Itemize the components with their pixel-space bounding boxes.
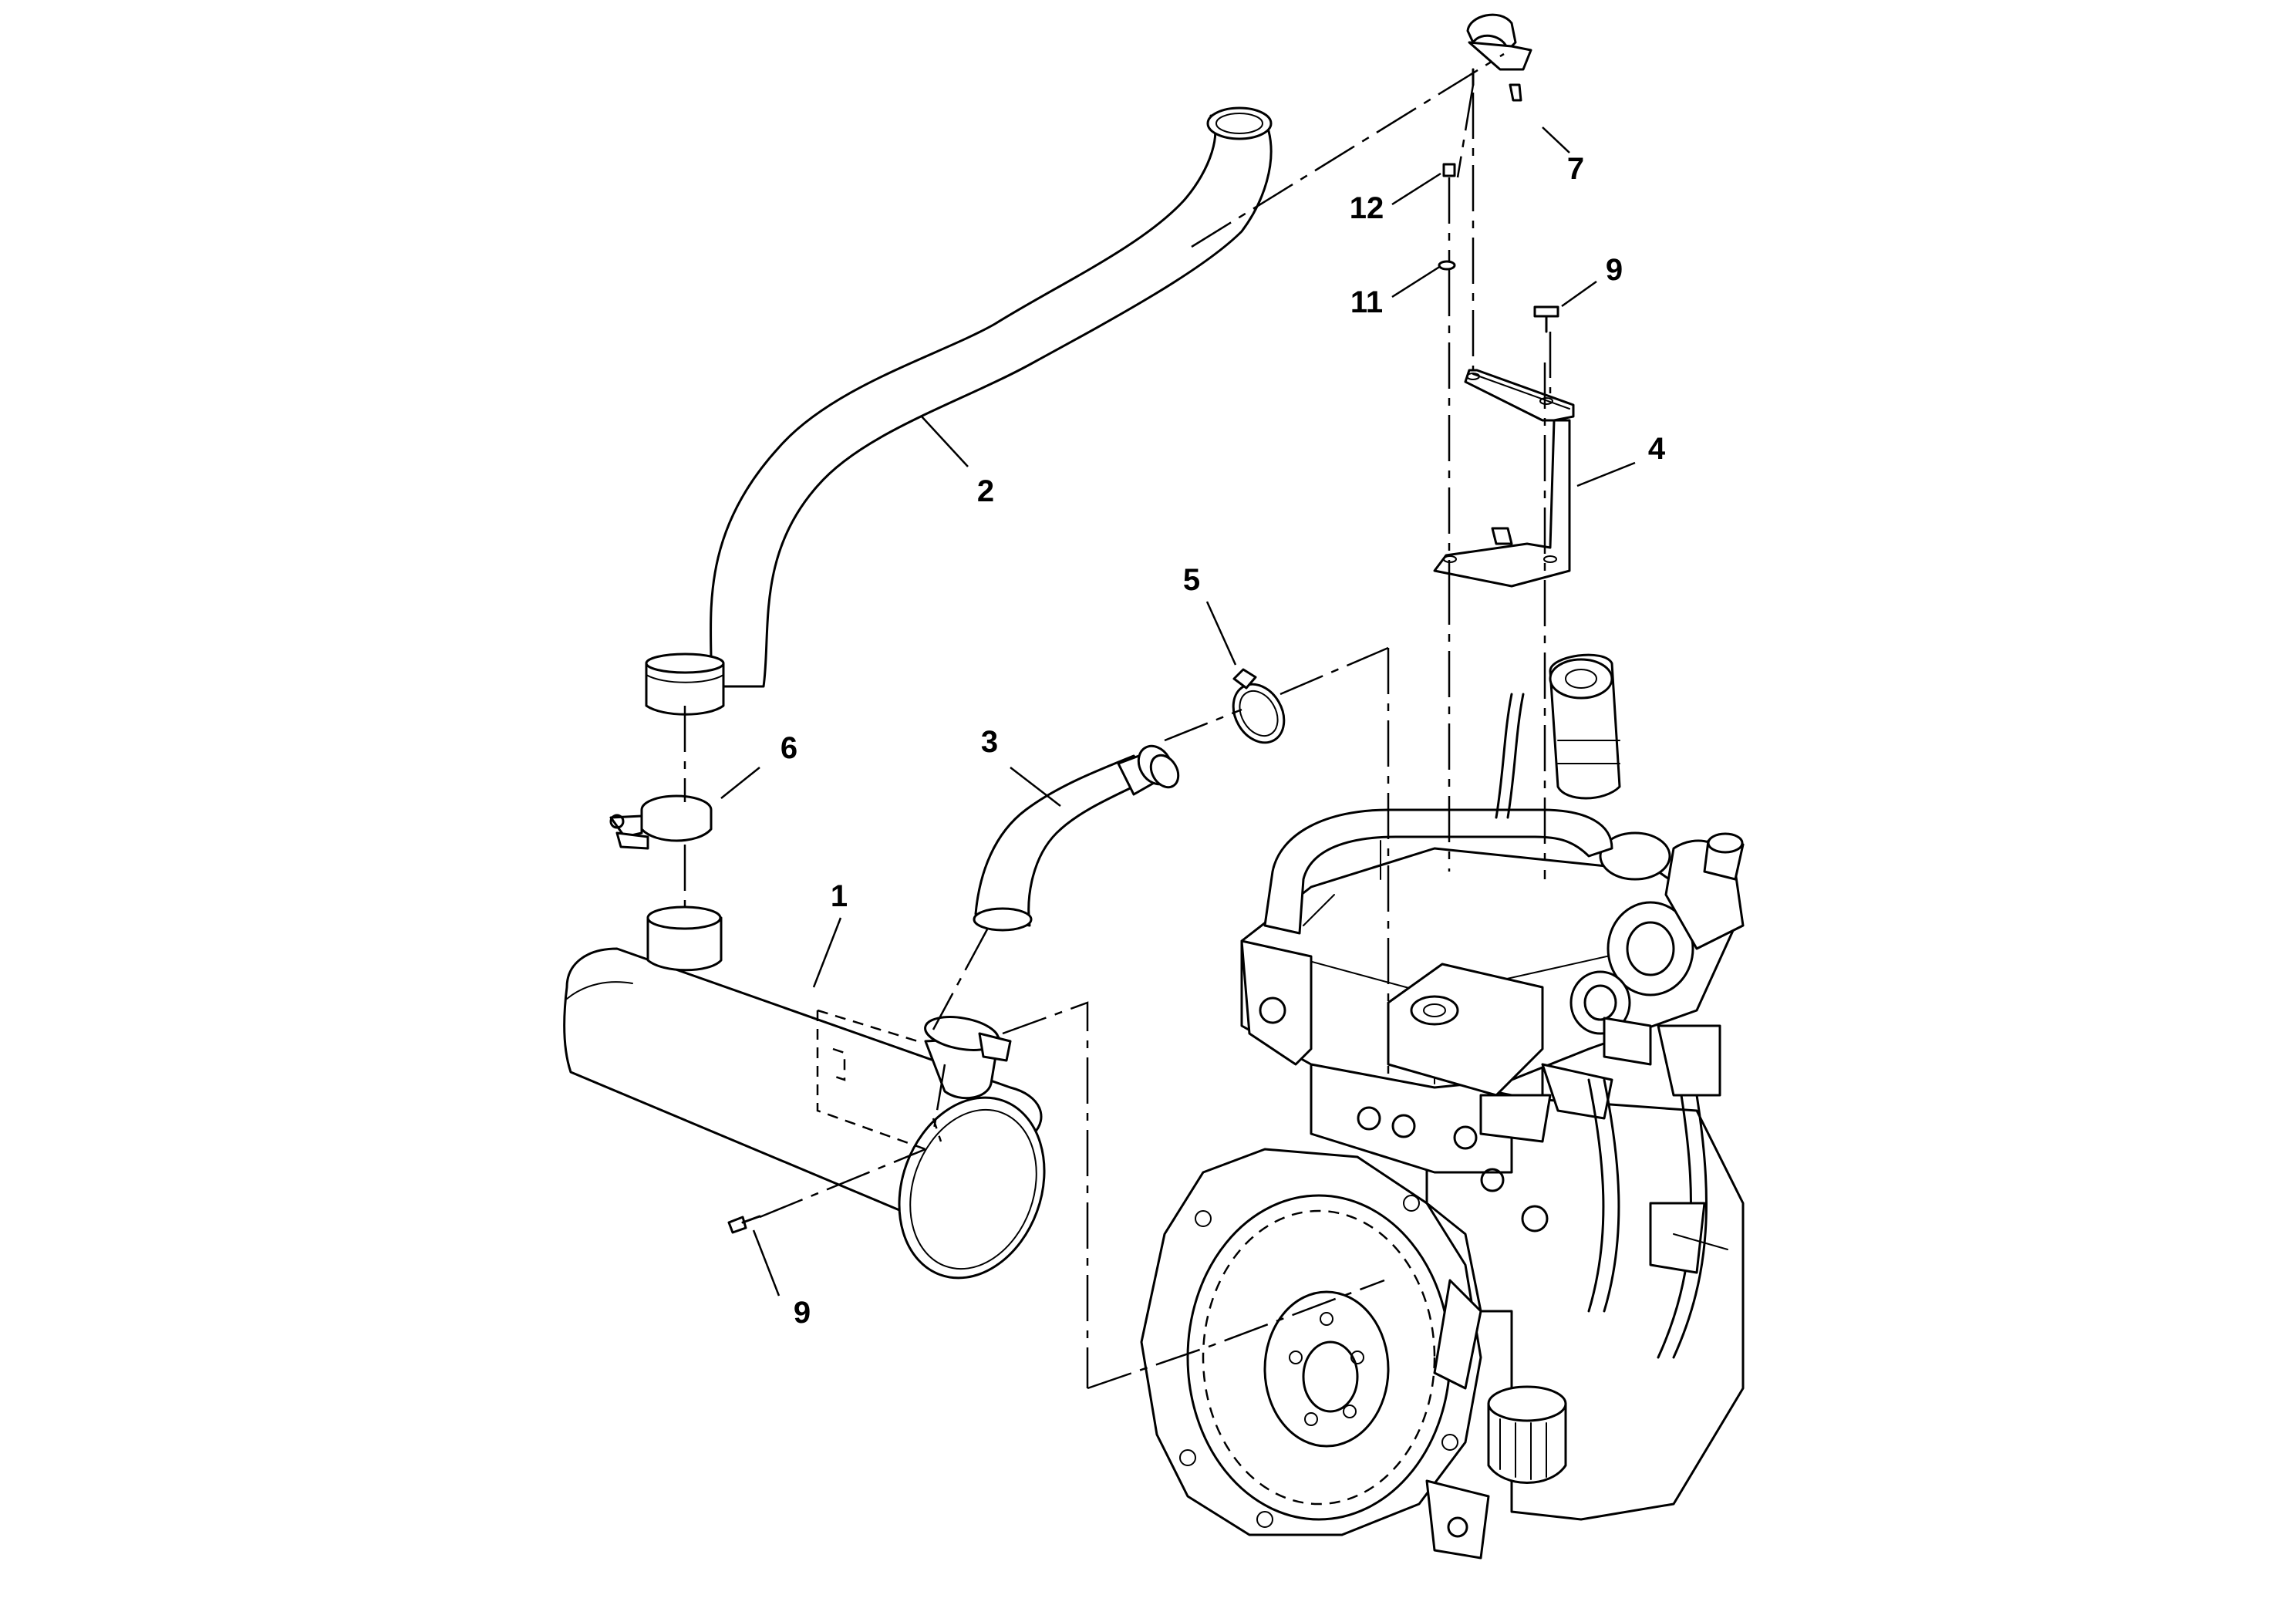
callout-6: 6 xyxy=(781,731,797,765)
assembly-centerlines xyxy=(683,52,1552,1390)
callout-11: 11 xyxy=(1350,285,1383,319)
clamp-part-6 xyxy=(609,794,713,850)
callout-4: 4 xyxy=(1648,432,1666,466)
bolt-part-12 xyxy=(1442,163,1456,177)
u-bolt-clamp-part-7 xyxy=(1466,13,1532,102)
callout-9-lower: 9 xyxy=(794,1296,811,1330)
callout-3: 3 xyxy=(981,725,998,759)
callout-leaders xyxy=(720,126,1636,1297)
v-clamp-part-5 xyxy=(1232,668,1286,744)
callout-5: 5 xyxy=(1183,563,1200,597)
callout-9-upper: 9 xyxy=(1606,253,1623,287)
elbow-pipe-part-3 xyxy=(973,744,1180,932)
bolt-part-9-upper xyxy=(1533,305,1559,333)
muffler-part-1 xyxy=(563,905,1046,1280)
engine-block xyxy=(1140,653,1745,1560)
callout-7: 7 xyxy=(1567,152,1584,186)
bracket-part-4 xyxy=(1433,369,1575,588)
callout-2: 2 xyxy=(977,474,994,508)
bolt-part-9-lower xyxy=(727,1215,761,1234)
tailpipe-part-2 xyxy=(645,106,1273,716)
callout-1: 1 xyxy=(831,879,848,913)
callout-12: 12 xyxy=(1350,191,1384,225)
washer-part-11 xyxy=(1438,260,1456,271)
